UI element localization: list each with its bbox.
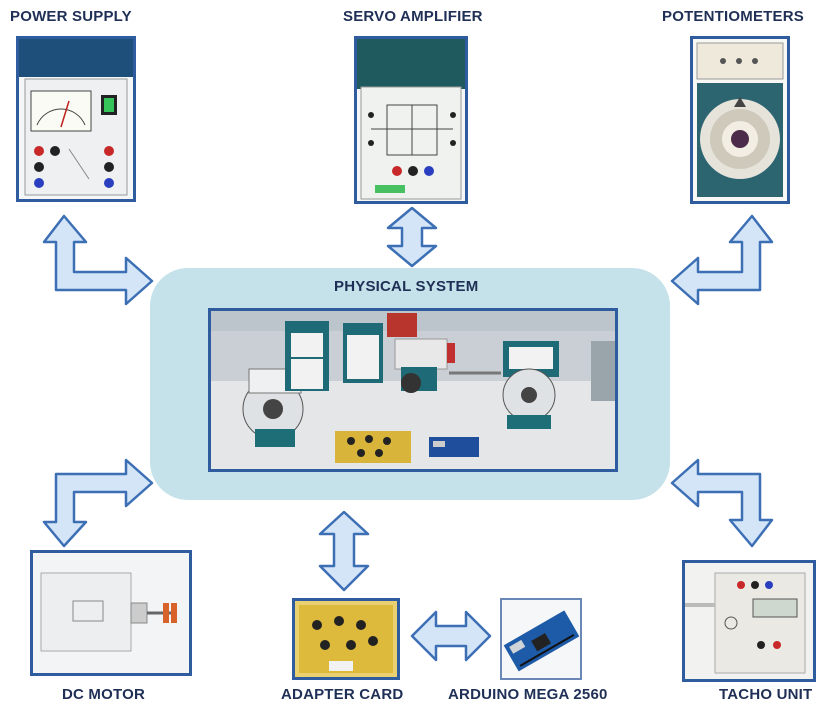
label-potentiometers: POTENTIOMETERS: [662, 8, 804, 25]
arrow-servo-amplifier: [386, 206, 438, 268]
servo-amplifier-image: [354, 36, 468, 204]
physical-system-image: [208, 308, 618, 472]
arduino-mega-image: [500, 598, 582, 680]
arrow-potentiometers: [670, 214, 774, 306]
label-tacho-unit: TACHO UNIT: [719, 686, 813, 703]
arrow-tacho-unit: [670, 458, 774, 548]
label-servo-amplifier: SERVO AMPLIFIER: [343, 8, 483, 25]
label-power-supply: POWER SUPPLY: [10, 8, 132, 25]
tacho-unit-image: [682, 560, 816, 682]
arrow-dc-motor: [42, 458, 154, 548]
label-physical-system: PHYSICAL SYSTEM: [334, 278, 479, 295]
dc-motor-image: [30, 550, 192, 676]
arrow-adapter-arduino: [410, 610, 492, 662]
label-dc-motor: DC MOTOR: [62, 686, 145, 703]
arrow-power-supply: [42, 214, 154, 306]
potentiometers-image: [690, 36, 790, 204]
adapter-card-image: [292, 598, 400, 680]
arrow-adapter-card: [318, 510, 370, 592]
power-supply-image: [16, 36, 136, 202]
label-arduino: ARDUINO MEGA 2560: [448, 686, 608, 703]
label-adapter-card: ADAPTER CARD: [281, 686, 404, 703]
